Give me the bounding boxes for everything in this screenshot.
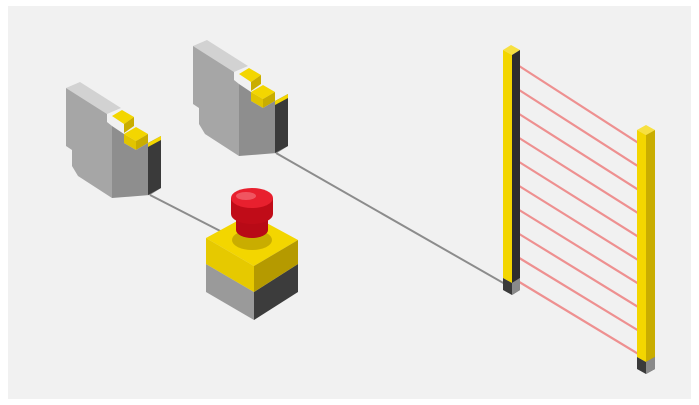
emergency-stop-button: [206, 188, 298, 320]
relay-1-side: [66, 88, 112, 198]
relay-1-yellow-edge: [148, 136, 161, 147]
relay-2-terminal-upper: [239, 68, 261, 82]
relay-1-terminal-upper: [112, 110, 134, 124]
curtain-right-column-cap-light: [646, 357, 655, 374]
curtain-left-column-side: [512, 50, 520, 283]
relay-2-top: [193, 40, 248, 72]
curtain-left-column-front: [503, 50, 512, 283]
relay-2-dark-panel: [275, 94, 288, 153]
relay-2-side: [193, 46, 239, 156]
estop-base-left: [206, 264, 254, 320]
light-beam: [515, 135, 641, 216]
light-beam: [515, 63, 641, 145]
light-beam: [515, 207, 641, 286]
estop-body-left: [206, 238, 254, 292]
wire-relay-2-to-light-curtain: [275, 152, 513, 289]
relay-2-terminal-lower-front: [263, 92, 275, 108]
light-curtain-beams: [515, 63, 641, 356]
safety-light-curtain: [503, 45, 655, 374]
light-beam: [515, 231, 641, 310]
diagram-background: [8, 6, 691, 399]
light-beam: [515, 159, 641, 239]
light-beam: [515, 279, 641, 356]
relay-1-terminal-lower-side: [124, 134, 136, 150]
relay-2-terminal-upper-front: [251, 75, 261, 91]
safety-relay-1: [66, 82, 161, 198]
curtain-right-column-side: [646, 130, 655, 362]
relay-1-terminal-upper-front: [124, 117, 134, 133]
light-beam: [515, 87, 641, 169]
light-beam: [515, 111, 641, 192]
light-beam: [515, 255, 641, 333]
curtain-left-column-top: [503, 45, 520, 55]
relay-1-top: [66, 82, 121, 114]
estop-head-highlight: [236, 192, 256, 200]
curtain-right-column-front: [637, 130, 646, 362]
relay-2-terminal-lower-side: [251, 92, 263, 108]
curtain-left-column-cap-light: [512, 278, 520, 295]
wire-relay-1-to-estop: [149, 194, 231, 237]
relay-1-terminal-lower-front: [136, 134, 148, 150]
estop-base-right: [254, 264, 298, 320]
safety-relay-2: [193, 40, 288, 156]
estop-body-right: [254, 240, 298, 292]
light-beam: [515, 183, 641, 263]
relay-1-dark-panel: [148, 136, 161, 195]
relay-2-yellow-edge: [275, 94, 288, 105]
